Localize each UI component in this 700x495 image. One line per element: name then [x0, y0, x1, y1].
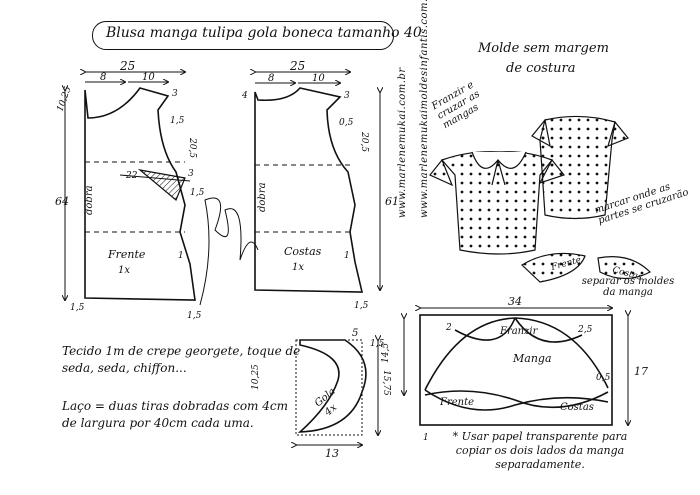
front-waist-in: 1	[178, 251, 184, 261]
paper-note: * Usar papel transparente para copiar os…	[452, 430, 628, 471]
blouse-front-illustration	[429, 151, 566, 255]
sleeve-split-illustration	[521, 252, 652, 283]
front-length: 64	[55, 195, 69, 208]
sleeve-mark-1: 2	[445, 323, 452, 333]
signature-mark	[199, 197, 259, 306]
collar-piece	[295, 339, 367, 436]
collar-side: 1,5	[370, 339, 385, 349]
front-label: Frente	[107, 248, 146, 261]
collar-height: 15,75	[381, 370, 391, 396]
back-label: Costas	[284, 245, 322, 258]
sleeve-left-label: Frente	[439, 397, 474, 408]
sleeve-right-label: Costas	[560, 402, 594, 413]
back-fold-label: dobra	[257, 182, 268, 212]
note-line-1: Molde sem margem	[478, 41, 609, 56]
back-length: 61	[385, 195, 399, 208]
sleeve-height-right: 17	[634, 365, 648, 378]
front-shoulder-width: 10	[142, 72, 155, 83]
sleeve-pattern	[419, 314, 613, 426]
title-frame	[92, 21, 394, 50]
back-neck-width: 8	[268, 73, 274, 84]
back-width-top: 25	[289, 59, 305, 73]
sleeve-label: Manga	[512, 352, 552, 365]
front-dart-length: 22	[125, 171, 138, 181]
page-title: Blusa manga tulipa gola boneca tamanho 4…	[106, 25, 422, 41]
collar-width: 13	[325, 447, 339, 460]
sleeve-mark-3: 0,5	[596, 373, 611, 383]
fabric-text: Tecido 1m de crepe georgete, toque de se…	[62, 344, 301, 375]
back-shoulder-drop: 3	[344, 91, 350, 101]
sleeve-mark-4: 1	[423, 433, 429, 443]
collar-top: 5	[352, 328, 358, 339]
front-fold-label: dobra	[84, 185, 95, 215]
note-line-2: de costura	[506, 61, 576, 76]
laco-text: Laço = duas tiras dobradas com 4cm de la…	[62, 399, 288, 430]
back-armhole-offset: 0,5	[339, 118, 354, 128]
front-width-top: 25	[119, 59, 135, 73]
front-piece	[84, 87, 196, 301]
front-armhole-offset: 1,5	[170, 116, 185, 126]
front-armhole-depth: 20,5	[187, 137, 197, 158]
back-shoulder-width: 10	[312, 73, 325, 84]
gather-note: Franzir e cruzar as mangas	[430, 79, 482, 132]
blouse-back-illustration	[531, 115, 629, 220]
front-shoulder-drop: 3	[172, 89, 178, 99]
sleeve-mark-2: 2,5	[577, 325, 593, 335]
sleeve-width: 34	[508, 295, 522, 308]
split-note: separar os moldes da manga	[581, 276, 675, 298]
back-neck-drop: 4	[241, 91, 248, 101]
back-qty: 1x	[292, 262, 304, 273]
collar-left-height: 10,25	[251, 364, 261, 390]
sleeve-height-left: 14,5	[381, 343, 391, 363]
back-piece	[254, 87, 364, 293]
front-hem-out: 1,5	[70, 303, 85, 313]
back-waist-in: 1	[344, 251, 350, 261]
back-armhole-depth: 20,5	[359, 131, 369, 152]
front-hem-drop: 1,5	[187, 311, 202, 321]
front-qty: 1x	[118, 265, 130, 276]
back-hem-drop: 1,5	[354, 301, 369, 311]
front-dart-width: 3	[188, 169, 194, 179]
front-side-in: 1,5	[190, 188, 205, 198]
front-neck-width: 8	[100, 72, 106, 83]
sleeve-top-label: Franzir	[499, 326, 539, 337]
front-neck-drop: 10,25	[55, 85, 73, 113]
